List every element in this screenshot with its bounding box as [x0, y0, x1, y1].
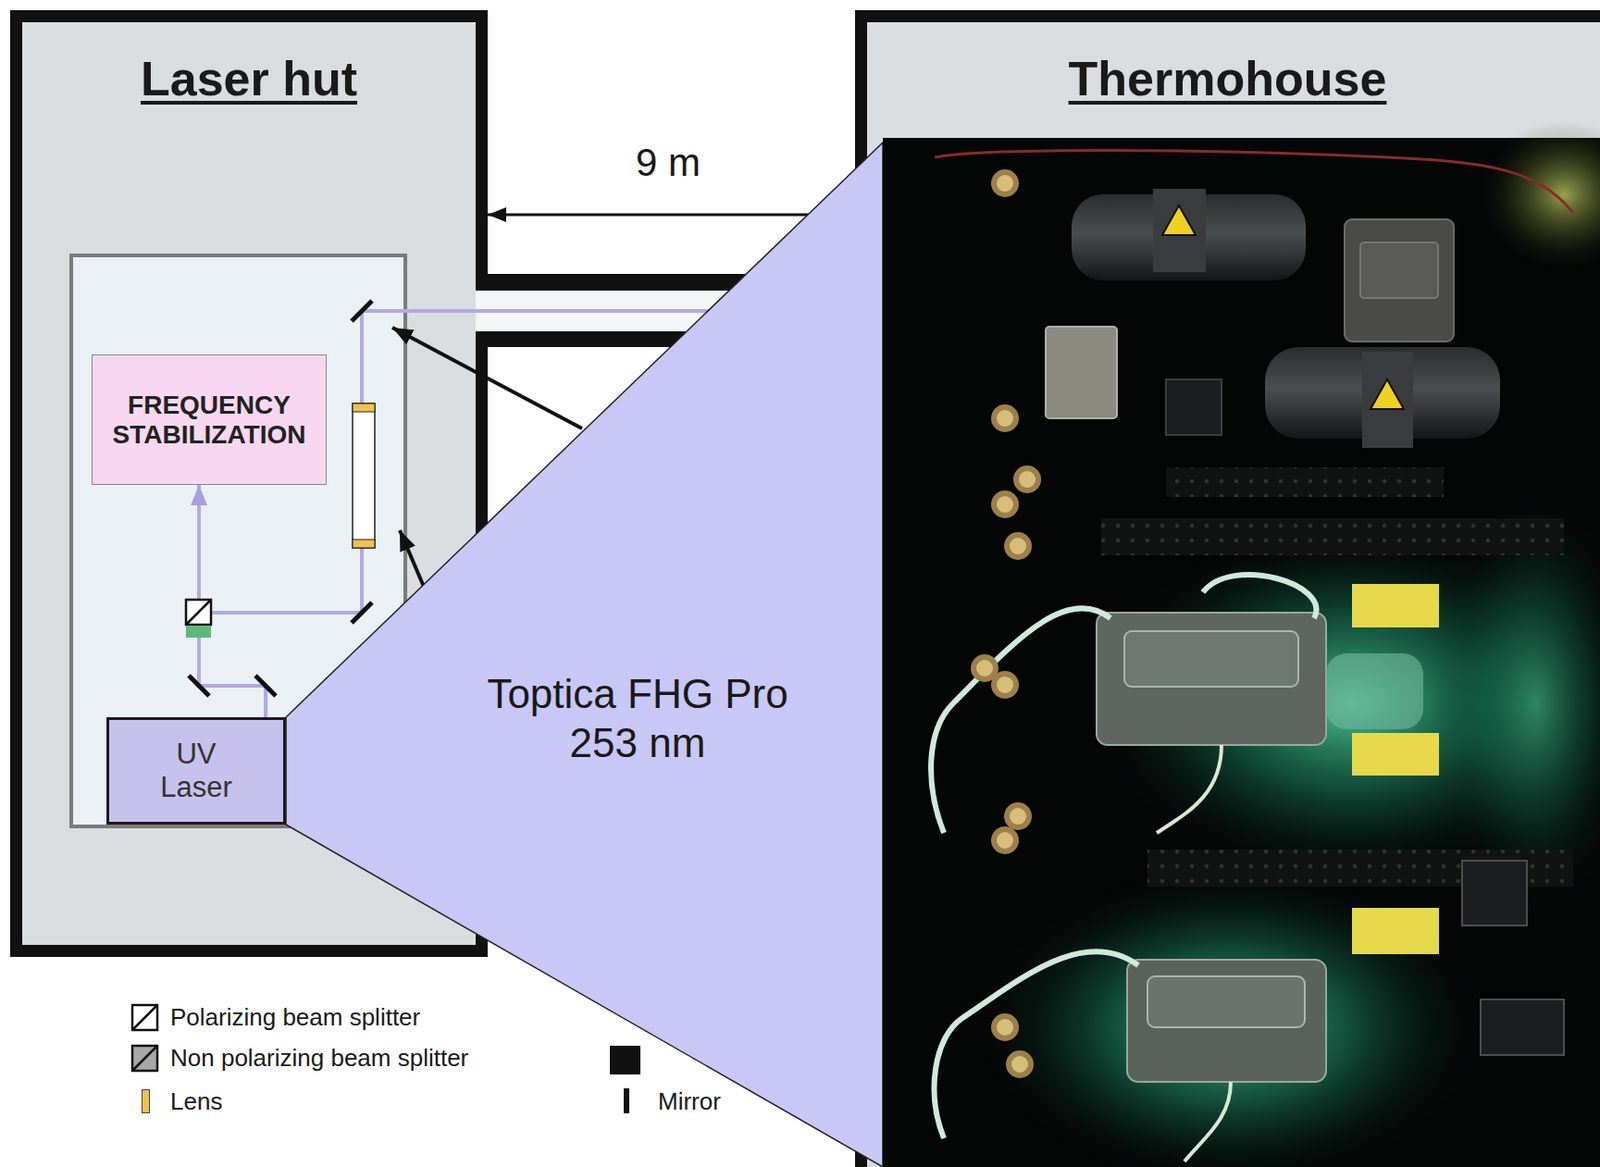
lens-cap	[352, 403, 375, 412]
laser-hut-wall	[10, 10, 488, 23]
diode-mount	[1344, 219, 1454, 342]
brass-knob	[996, 831, 1014, 849]
warning-label	[1351, 732, 1439, 776]
brass-knob	[1009, 537, 1027, 555]
brass-knob	[991, 826, 1019, 855]
legend-row: Mirror	[657, 1084, 721, 1118]
legend-row: Polarizing beam splitter	[170, 1000, 421, 1034]
warning-sign	[1370, 379, 1404, 410]
warning-plate	[1362, 351, 1414, 448]
pointer-arrow	[399, 530, 424, 587]
legend-text: Mirror	[657, 1087, 721, 1116]
legend-pbs-icon	[132, 1004, 158, 1030]
brass-knob	[1009, 807, 1027, 825]
legend-npbs-diagonal	[132, 1045, 158, 1071]
legend-text: Non polarizing beam splitter	[170, 1043, 469, 1072]
cable	[930, 607, 1111, 833]
box-label: UV Laser	[152, 737, 241, 804]
legend-pbs-diagonal	[132, 1004, 158, 1030]
breadboard-strip	[1101, 518, 1564, 556]
optic-mount	[1165, 379, 1222, 435]
room-title: Thermohouse	[855, 50, 1600, 107]
green-glow	[980, 869, 1481, 1167]
box-label: FREQUENCY STABILIZATION	[99, 390, 319, 449]
cable	[1203, 574, 1316, 619]
room-title: Laser hut	[10, 50, 488, 107]
brass-knob	[1005, 1050, 1034, 1079]
brass-knob	[976, 659, 993, 677]
brass-knob	[991, 490, 1019, 519]
distance-arrow	[487, 213, 856, 217]
diode-mount-detail	[1360, 242, 1439, 298]
warning-label	[1351, 583, 1439, 628]
laser-hut-room: Laser hutFREQUENCY STABILIZATION UV Laser	[10, 10, 488, 957]
label-holder: 9 m	[575, 139, 761, 187]
cable	[934, 951, 1139, 1139]
cable	[1184, 1081, 1231, 1162]
brass-knob	[996, 409, 1014, 427]
pointer-arrow	[392, 327, 583, 429]
label-holder: Toptica FHG Pro 253 nm	[461, 669, 814, 769]
brass-knob	[1004, 802, 1032, 831]
legend-npbs-icon	[132, 1045, 158, 1071]
laser-hut-wall	[10, 10, 23, 957]
electronics-box	[1045, 326, 1117, 419]
glass-tube	[1326, 653, 1424, 730]
legend-row: Lens	[170, 1084, 223, 1118]
brass-knob	[996, 676, 1014, 694]
brass-knob	[991, 1013, 1019, 1042]
mirror-symbol	[188, 675, 210, 696]
optic-mount	[1462, 860, 1527, 926]
laser-photo	[882, 120, 1600, 1167]
brass-knob	[1018, 471, 1036, 488]
warning-label	[1351, 907, 1439, 955]
lens-cap	[352, 539, 375, 548]
mirror-symbol	[255, 675, 276, 696]
legend-photodiode-icon	[609, 1045, 641, 1075]
cable	[1156, 744, 1222, 833]
brass-knob	[1004, 532, 1032, 560]
brass-knob	[991, 404, 1019, 433]
doubling-stage	[1096, 612, 1327, 745]
waveplate-symbol	[186, 625, 211, 638]
stabilization-box: FREQUENCY STABILIZATION	[91, 354, 327, 485]
legend-mirror-icon	[623, 1088, 630, 1114]
doubling-stage	[1127, 959, 1327, 1082]
legend-text: Polarizing beam splitter	[170, 1003, 421, 1031]
laser-model-label: Toptica FHG Pro 253 nm	[461, 669, 814, 769]
warning-plate	[1153, 188, 1206, 273]
lens-symbol	[352, 403, 375, 548]
beam-splitter-diagonal	[186, 599, 211, 625]
brass-knob	[991, 169, 1019, 198]
doubling-stage-lid	[1147, 976, 1305, 1028]
legend-row: Non polarizing beam splitter	[170, 1041, 469, 1075]
distance-label: 9 m	[635, 140, 701, 185]
thermohouse-room: Thermohouse	[855, 10, 1600, 1167]
doubling-stage-lid	[1124, 631, 1299, 687]
laser-hut-wall	[10, 944, 488, 957]
breadboard-strip	[1165, 467, 1444, 497]
brass-knob	[1011, 1055, 1029, 1073]
mirror-symbol	[351, 300, 373, 322]
beam-splitter-symbol	[186, 599, 211, 625]
mirror-symbol	[351, 602, 373, 623]
legend-swatch	[141, 1089, 150, 1114]
brass-knob	[1013, 465, 1042, 494]
warning-sign	[1162, 205, 1196, 236]
brass-knob	[991, 670, 1019, 699]
laser-hut-wall	[475, 10, 488, 291]
brass-knob	[996, 174, 1014, 192]
legend-text: Lens	[170, 1087, 223, 1116]
brass-knob	[996, 496, 1014, 513]
yellow-glow	[1480, 120, 1600, 269]
laser-box: UV Laser	[106, 717, 286, 825]
brass-knob	[996, 1018, 1014, 1036]
thermohouse-wall	[855, 10, 1600, 23]
optic-mount	[1480, 999, 1564, 1055]
